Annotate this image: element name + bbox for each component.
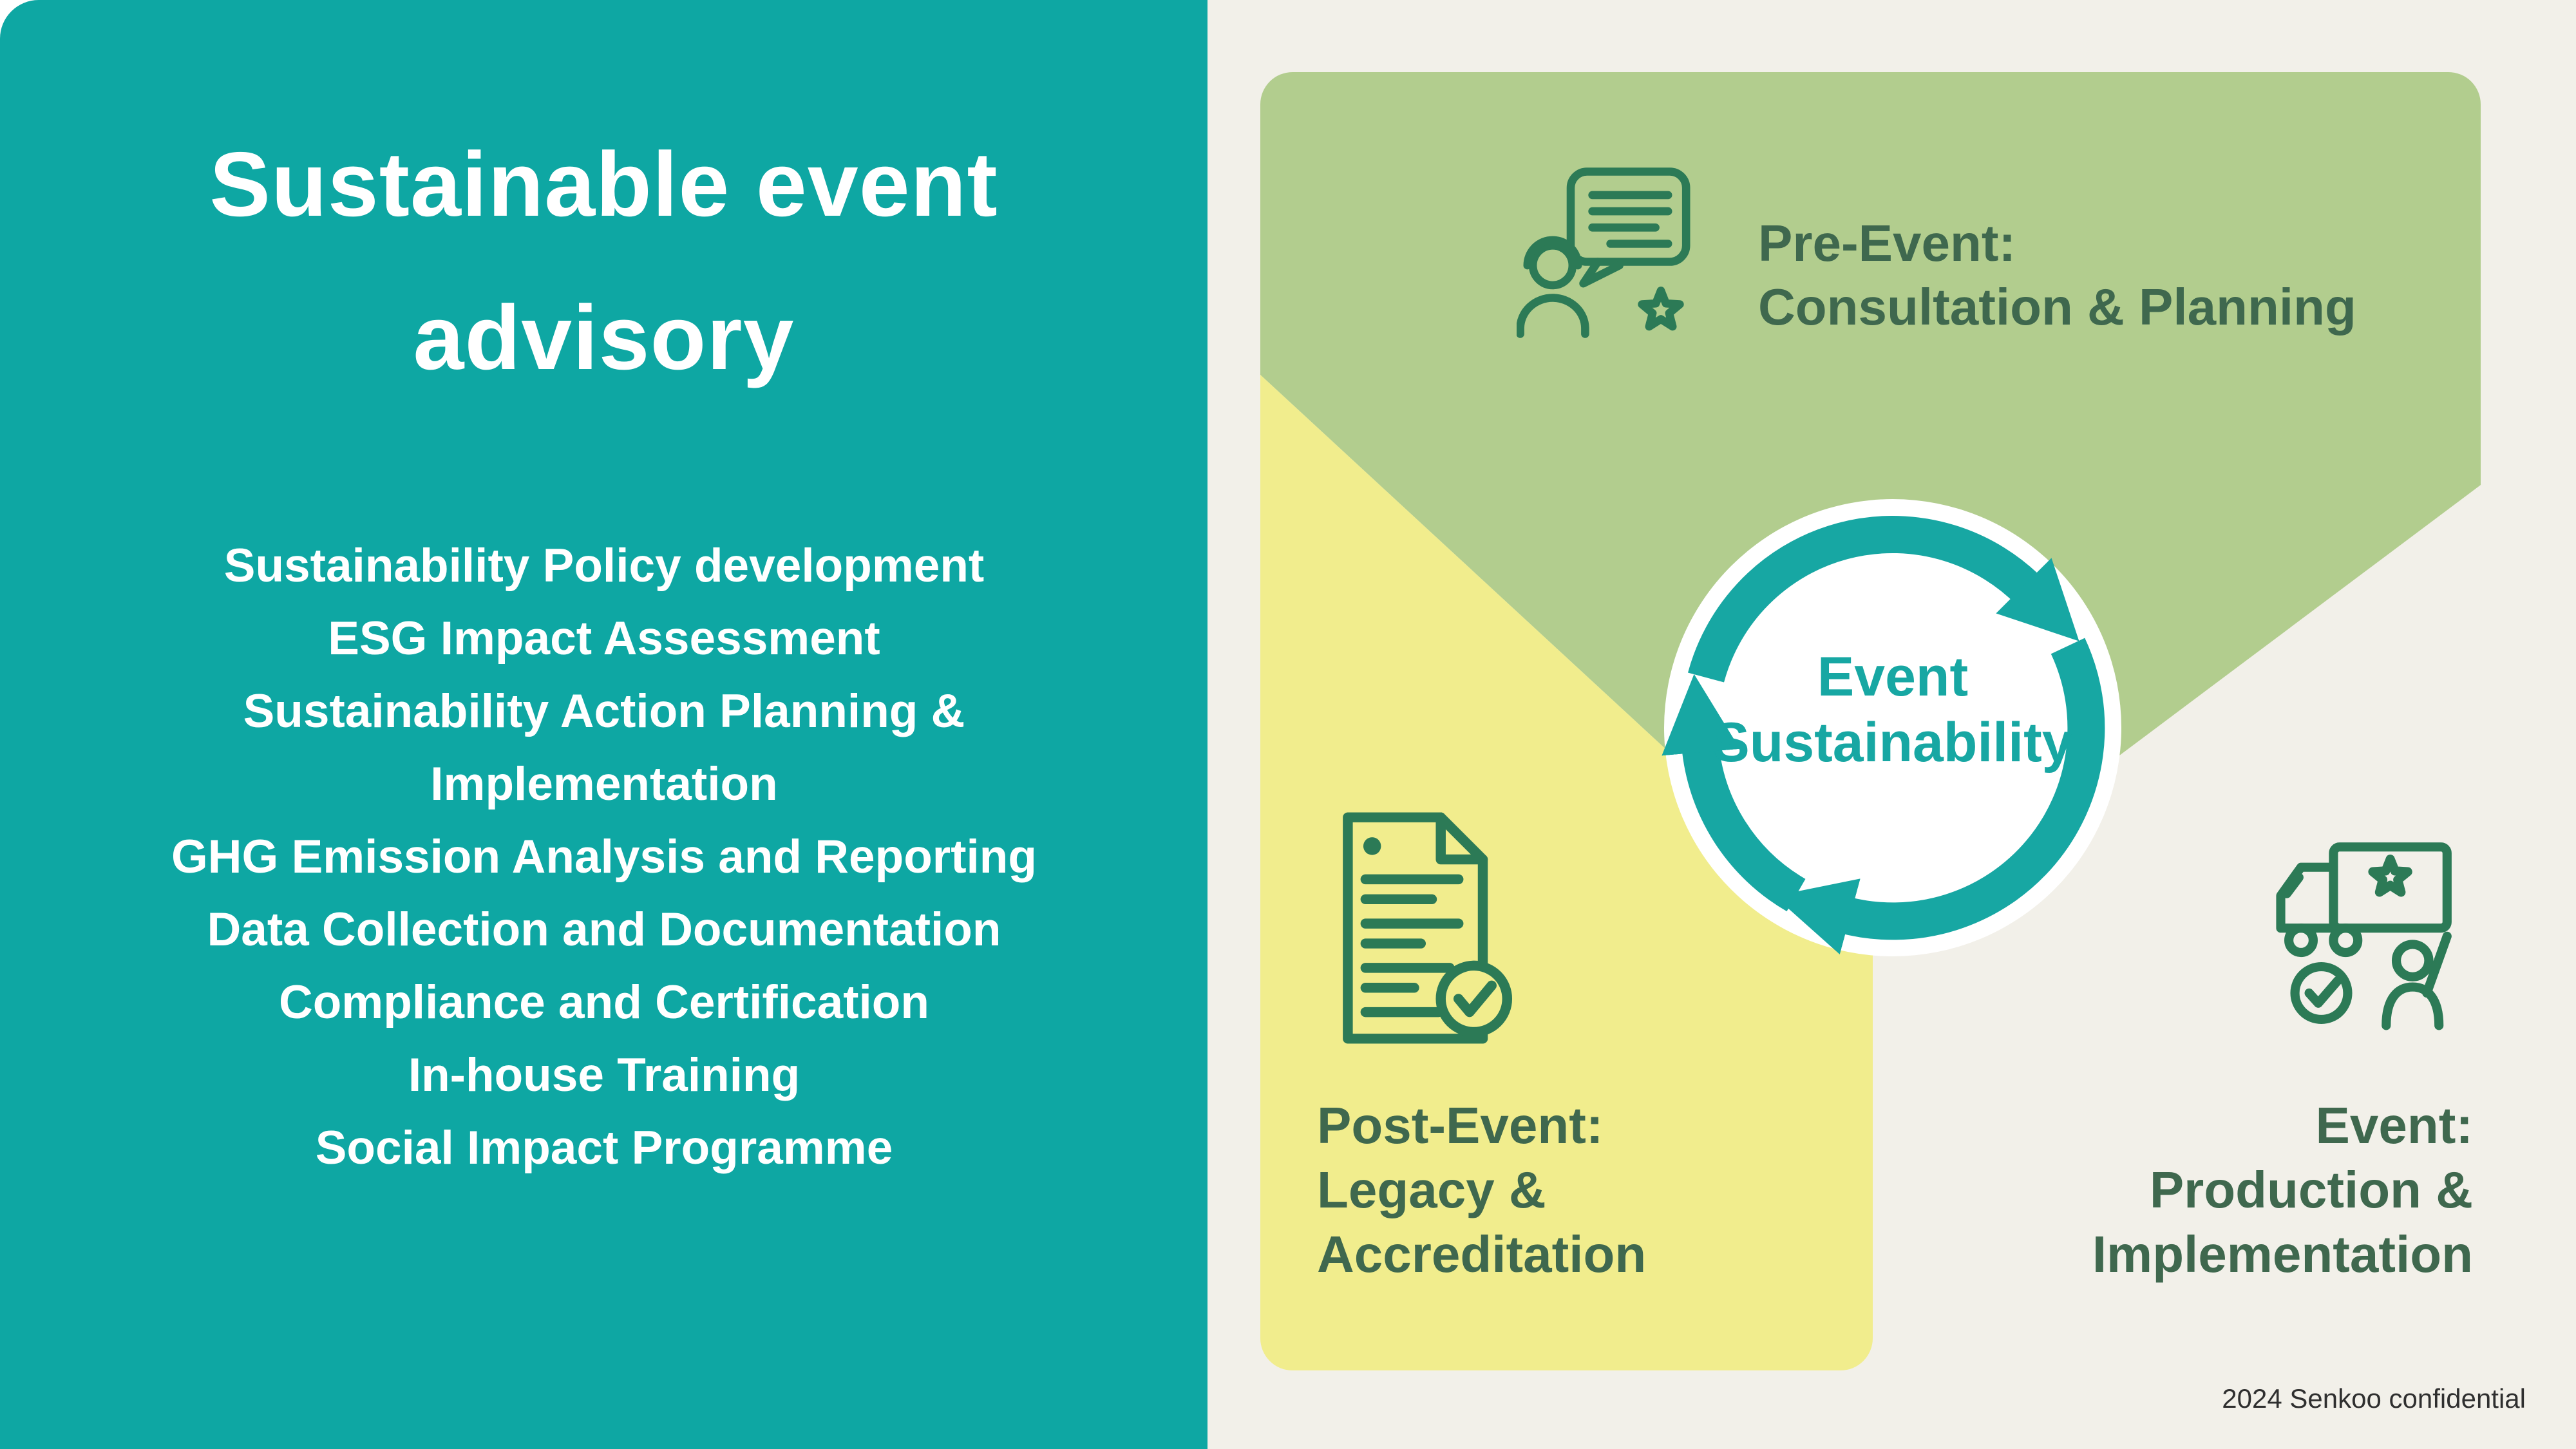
pre-event-label-line1: Pre-Event: xyxy=(1758,214,2016,272)
post-event-label-line2: Legacy & xyxy=(1317,1161,1546,1218)
person-body xyxy=(1516,294,1589,338)
center-label-line2: Sustainability xyxy=(1712,712,2073,773)
event-label-line3: Implementation xyxy=(2092,1226,2473,1283)
cycle-diagram xyxy=(1260,72,2481,1370)
truck-delivery-icon xyxy=(2260,828,2463,1037)
event-label-line2: Production & xyxy=(2149,1161,2473,1218)
cycle-arrow-top xyxy=(1688,516,2079,683)
speech-bubble xyxy=(1566,167,1690,266)
document-check-icon xyxy=(1316,806,1528,1050)
consultation-icon xyxy=(1516,158,1697,348)
service-item: GHG Emission Analysis and Reporting xyxy=(171,831,1037,883)
confidential-note: 2024 Senkoo confidential xyxy=(2222,1383,2526,1414)
truck-container xyxy=(2329,842,2452,933)
check-mark xyxy=(1453,980,1497,1018)
advisory-panel: Sustainable event advisory Sustainabilit… xyxy=(0,0,1208,1449)
post-event-label-line1: Post-Event: xyxy=(1317,1097,1604,1154)
pre-event-label: Pre-Event: Consultation & Planning xyxy=(1758,211,2356,339)
service-item: Compliance and Certification xyxy=(279,976,929,1028)
cycle-arrows xyxy=(1662,516,2105,954)
person-head xyxy=(2391,940,2434,981)
event-label-line1: Event: xyxy=(2315,1097,2474,1154)
truck-window xyxy=(2282,873,2304,898)
cycle-arrow-left xyxy=(1662,674,1806,912)
person-head xyxy=(1528,242,1577,290)
post-event-label: Post-Event: Legacy & Accreditation xyxy=(1317,1094,1646,1287)
page-title-line1: Sustainable event xyxy=(209,133,998,236)
cycle-arrow-right xyxy=(1774,638,2105,954)
document-dot xyxy=(1363,837,1381,855)
check-mark xyxy=(2304,976,2342,1008)
service-item: In-house Training xyxy=(408,1049,800,1101)
post-event-label-line3: Accreditation xyxy=(1317,1226,1647,1283)
post-event-shape xyxy=(1260,375,1873,1370)
check-circle xyxy=(1435,960,1513,1037)
person-body xyxy=(2382,982,2444,1030)
pre-event-label-line2: Consultation & Planning xyxy=(1758,278,2356,336)
star xyxy=(2368,855,2412,897)
document-fold xyxy=(1435,812,1488,865)
service-item: Sustainability Action Planning & Impleme… xyxy=(243,685,965,810)
truck-wheel xyxy=(2329,923,2363,958)
document-outline xyxy=(1343,812,1488,1044)
page-title: Sustainable event advisory xyxy=(0,108,1208,415)
diagram-panel: Event Sustainability Pre-Event: Consulta… xyxy=(1208,0,2576,1449)
cycle-center-label: Event Sustainability xyxy=(1571,644,2215,775)
speech-bubble-tail xyxy=(1579,258,1624,288)
headset xyxy=(1523,236,1582,270)
page-title-line2: advisory xyxy=(413,287,795,389)
service-item: Data Collection and Documentation xyxy=(207,904,1001,956)
event-label: Event: Production & Implementation xyxy=(2092,1094,2473,1287)
person-arm xyxy=(2422,931,2452,998)
truck-wheel xyxy=(2284,923,2318,958)
star xyxy=(1638,286,1684,331)
services-list: Sustainability Policy development ESG Im… xyxy=(63,529,1145,1184)
center-label-line1: Event xyxy=(1817,646,1969,708)
service-item: ESG Impact Assessment xyxy=(328,612,880,665)
service-item: Social Impact Programme xyxy=(315,1122,893,1174)
service-item: Sustainability Policy development xyxy=(223,540,985,592)
